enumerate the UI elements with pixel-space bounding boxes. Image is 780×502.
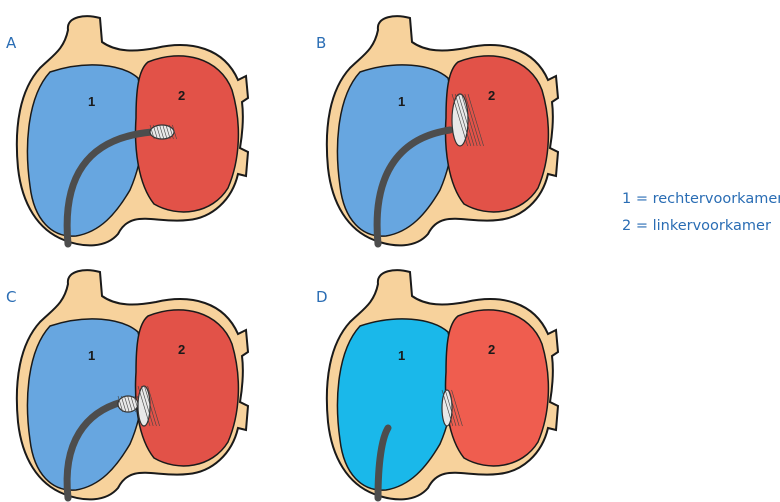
panel-d: D 1 2	[316, 262, 566, 502]
left-atrium	[446, 310, 549, 466]
label-right-atrium: 1	[398, 348, 405, 363]
label-right-atrium: 1	[88, 348, 95, 363]
label-left-atrium: 2	[488, 342, 495, 357]
label-right-atrium: 1	[88, 94, 95, 109]
heart-diagram: 1 2	[316, 262, 566, 502]
legend: 1 = rechtervoorkamer 2 = linkervoorkamer	[622, 186, 780, 240]
label-left-atrium: 2	[178, 88, 185, 103]
panel-c: C 1 2	[6, 262, 256, 502]
label-left-atrium: 2	[178, 342, 185, 357]
panel-b: B 1 2	[316, 8, 566, 248]
legend-item-left-atrium: 2 = linkervoorkamer	[622, 213, 780, 240]
heart-diagram: 1 2	[6, 8, 256, 248]
label-left-atrium: 2	[488, 88, 495, 103]
label-right-atrium: 1	[398, 94, 405, 109]
left-atrium	[136, 310, 239, 466]
legend-item-right-atrium: 1 = rechtervoorkamer	[622, 186, 780, 213]
heart-diagram: 1 2	[316, 8, 566, 248]
heart-diagram: 1 2	[6, 262, 256, 502]
panel-a: A 1 2	[6, 8, 256, 248]
